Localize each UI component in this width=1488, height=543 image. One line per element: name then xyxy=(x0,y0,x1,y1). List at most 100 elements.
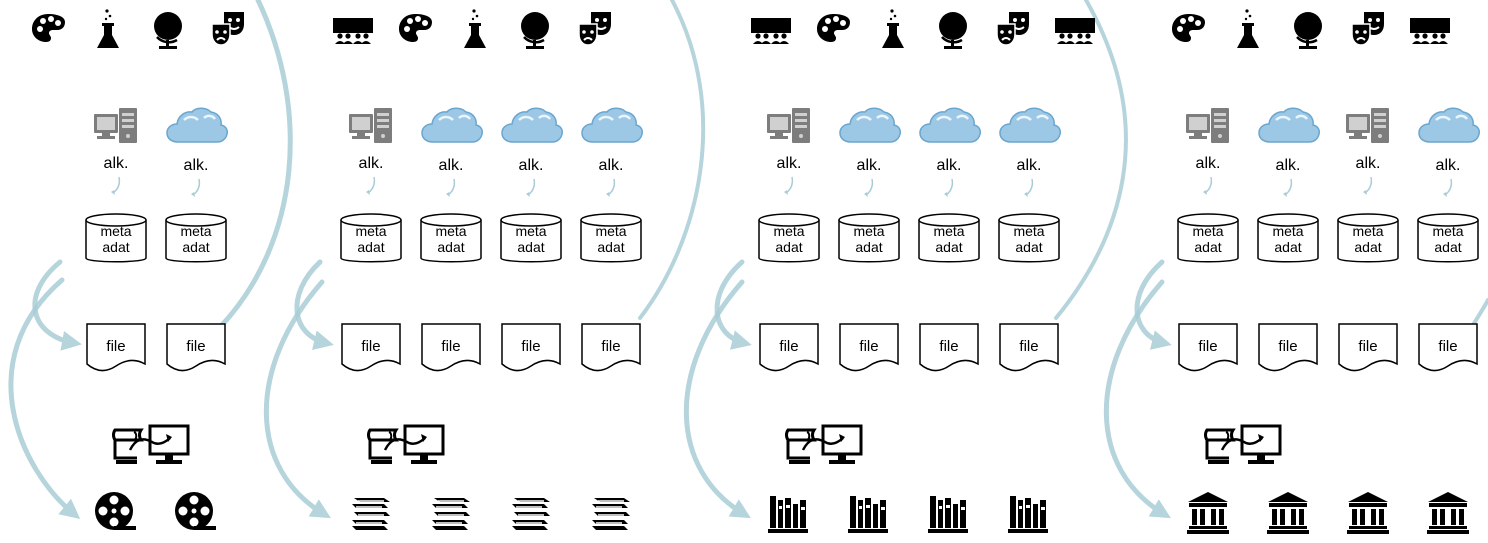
down-arrow-icon xyxy=(1273,176,1303,204)
down-arrow-icon xyxy=(596,176,626,204)
metadata-label-line2: adat xyxy=(437,239,465,255)
sources-row: alk.alk.alk.alk. xyxy=(1168,106,1488,204)
cloud-icon xyxy=(164,106,228,153)
domain-icons-row xyxy=(331,8,627,57)
sources-row: alk. alk. xyxy=(76,106,236,204)
metadata-label-line1: meta xyxy=(1013,223,1045,239)
books-icon xyxy=(428,490,474,541)
file-document-icon: file xyxy=(85,322,147,372)
down-arrow-icon xyxy=(436,176,466,204)
sources-row: alk.alk.alk.alk. xyxy=(749,106,1069,204)
source-label: alk. xyxy=(776,155,802,172)
file-label: file xyxy=(521,338,541,355)
museum-icon xyxy=(1185,490,1231,541)
down-arrow-icon xyxy=(1433,176,1463,204)
server-icon xyxy=(91,106,141,151)
theater-masks-icon xyxy=(575,8,615,57)
metadata-label-line1: meta xyxy=(355,223,387,239)
audience-icon xyxy=(1408,8,1452,57)
flask-icon xyxy=(88,8,128,57)
file-document-icon: file xyxy=(838,322,900,372)
source-item: alk. xyxy=(749,106,829,204)
file-document-icon: file xyxy=(500,322,562,372)
files-row: file file xyxy=(76,322,236,372)
source-label: alk. xyxy=(103,155,129,172)
source-label: alk. xyxy=(936,157,962,174)
file-document-icon: file xyxy=(165,322,227,372)
source-label: alk. xyxy=(358,155,384,172)
source-label: alk. xyxy=(183,157,209,174)
film-reel-icon xyxy=(173,490,219,541)
metadata-label-line2: adat xyxy=(855,239,883,255)
theater-masks-icon xyxy=(208,8,248,57)
theater-masks-icon xyxy=(1348,8,1388,57)
metadata-label-line2: adat xyxy=(357,239,385,255)
file-document-icon: file xyxy=(998,322,1060,372)
domain-icons-row xyxy=(1168,8,1464,57)
source-label: alk. xyxy=(1355,155,1381,172)
file-document-icon: file xyxy=(1177,322,1239,372)
down-arrow-icon xyxy=(1014,176,1044,204)
source-label: alk. xyxy=(1195,155,1221,172)
metadata-label-line2: adat xyxy=(182,239,210,255)
metadata-label-line2: adat xyxy=(935,239,963,255)
left-arc-file-1 xyxy=(32,259,82,351)
cloud-icon xyxy=(997,106,1061,153)
metadata-label-line2: adat xyxy=(1015,239,1043,255)
library-icon xyxy=(846,490,892,541)
globe-icon xyxy=(515,8,555,57)
file-transfer-icon xyxy=(1198,420,1288,475)
metadata-label-line1: meta xyxy=(595,223,627,239)
flask-icon xyxy=(455,8,495,57)
metadata-label-line1: meta xyxy=(435,223,467,239)
source-item: alk. xyxy=(1168,106,1248,204)
left-arc-inst-2 xyxy=(263,279,331,519)
source-label: alk. xyxy=(856,157,882,174)
library-icon xyxy=(926,490,972,541)
source-item: alk. xyxy=(571,106,651,204)
down-arrow-icon xyxy=(516,176,546,204)
metadata-label-line2: adat xyxy=(102,239,130,255)
file-document-icon: file xyxy=(1257,322,1319,372)
institutions-row xyxy=(1168,490,1488,541)
file-label: file xyxy=(1358,338,1378,355)
metadata-label-line2: adat xyxy=(517,239,545,255)
cloud-icon xyxy=(499,106,563,153)
file-document-icon: file xyxy=(918,322,980,372)
metadata-label-line2: adat xyxy=(597,239,625,255)
source-item: alk. xyxy=(1328,106,1408,204)
left-arc-file-2 xyxy=(294,259,334,350)
file-label: file xyxy=(1198,338,1218,355)
source-item: alk. xyxy=(1408,106,1488,204)
cloud-icon xyxy=(1416,106,1480,153)
server-icon xyxy=(1343,106,1393,151)
file-label: file xyxy=(939,338,959,355)
metadata-label-line2: adat xyxy=(1354,239,1382,255)
file-transfer-icon xyxy=(106,420,196,475)
down-arrow-icon xyxy=(854,176,884,204)
file-document-icon: file xyxy=(420,322,482,372)
globe-icon xyxy=(933,8,973,57)
